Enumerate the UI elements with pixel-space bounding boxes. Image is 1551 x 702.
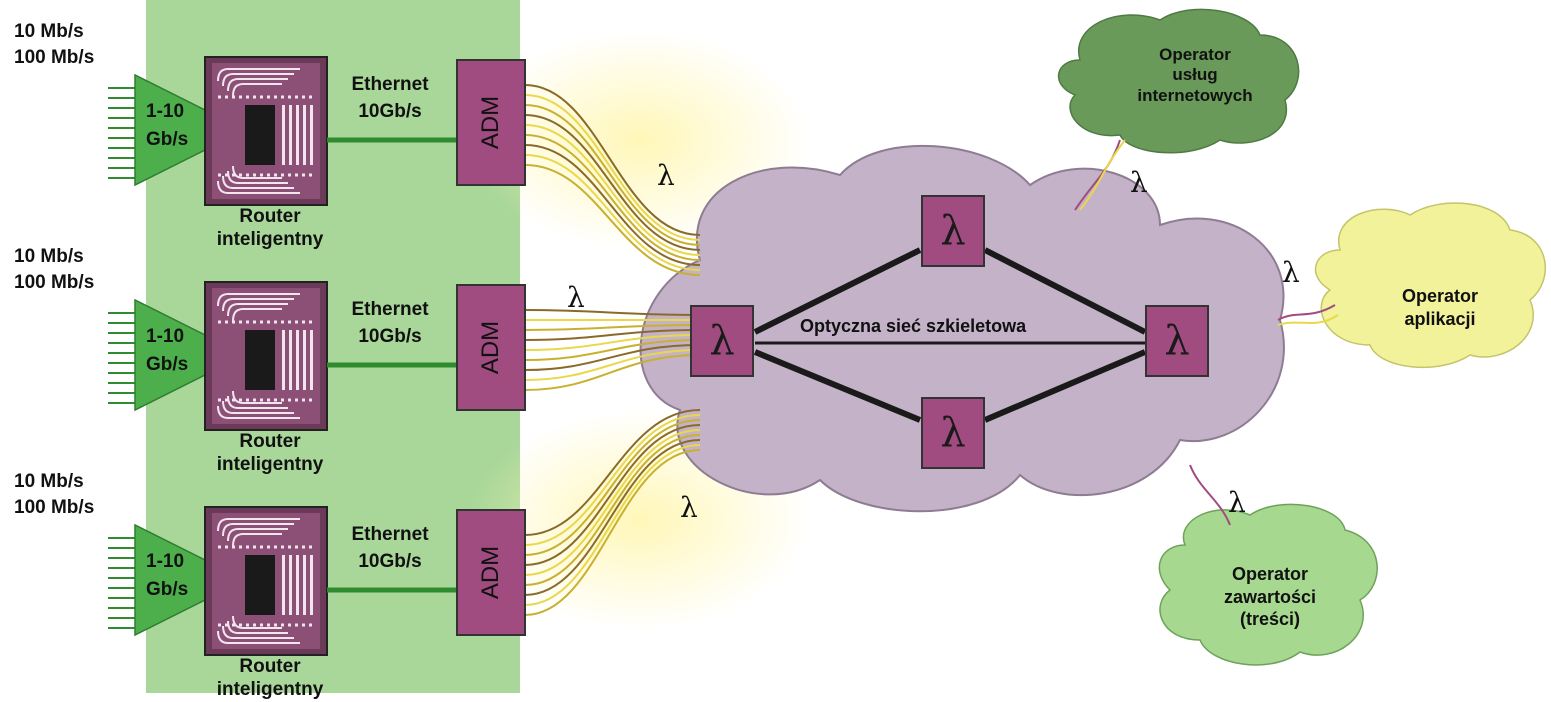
adm-box <box>456 509 526 636</box>
access-rows <box>108 56 526 656</box>
router-label-1: Router <box>239 656 301 677</box>
amplifier-rate-2: Gb/s <box>146 579 189 600</box>
ethernet-rate-label: 10Gb/s <box>358 101 422 122</box>
input-speed-low: 10 Mb/s <box>14 246 84 267</box>
backbone-links <box>753 247 1147 423</box>
amplifier-rate-1: 1-10 <box>146 326 185 347</box>
adm-label: ADM <box>477 320 504 375</box>
amplifier-rate-1: 1-10 <box>146 551 185 572</box>
app-cloud <box>1314 202 1546 369</box>
lambda-label-top-fiber: λ <box>657 159 675 192</box>
amplifier-triangle <box>134 298 247 412</box>
backbone-node-top: λ <box>921 195 985 267</box>
operator-links <box>1074 139 1339 526</box>
isp-line-2: usług <box>1172 65 1218 85</box>
ethernet-label: Ethernet <box>351 299 429 320</box>
amplifier-rate-2: Gb/s <box>146 129 189 150</box>
input-speed-high: 100 Mb/s <box>14 272 95 293</box>
amplifier-triangle <box>134 73 247 187</box>
isp-operator-label: Operator usług internetowych <box>1110 45 1280 106</box>
content-cloud <box>1158 503 1378 666</box>
backbone-node-left: λ <box>690 305 754 377</box>
lambda-symbol: λ <box>709 318 735 364</box>
isp-line-3: internetowych <box>1137 85 1253 105</box>
backbone-label: Optyczna sieć szkieletowa <box>800 316 1027 336</box>
backbone-node-bottom: λ <box>921 397 985 469</box>
app-line-2: aplikacji <box>1404 308 1476 329</box>
adm-box <box>456 59 526 186</box>
access-row-2 <box>108 281 526 431</box>
input-speed-low: 10 Mb/s <box>14 471 84 492</box>
isp-line-1: Operator <box>1159 45 1231 64</box>
input-speed-high: 100 Mb/s <box>14 497 95 518</box>
app-line-1: Operator <box>1401 286 1479 306</box>
ethernet-rate-label: 10Gb/s <box>358 326 422 347</box>
router-label-2: inteligentny <box>216 679 324 700</box>
router-label-2: inteligentny <box>216 454 324 475</box>
input-speed-high: 100 Mb/s <box>14 47 95 68</box>
app-operator-label: Operator aplikacji <box>1370 285 1510 330</box>
adm-box <box>456 284 526 411</box>
content-line-2: zawartości <box>1223 586 1317 607</box>
amplifier-triangle <box>134 523 247 637</box>
ethernet-label: Ethernet <box>351 74 429 95</box>
backbone-cloud <box>639 144 1285 513</box>
lambda-symbol: λ <box>1164 318 1190 364</box>
content-operator-label: Operator zawartości (treści) <box>1195 563 1345 631</box>
content-line-3: (treści) <box>1239 609 1301 629</box>
lambda-label-bottom-fiber: λ <box>680 491 698 524</box>
router-label-2: inteligentny <box>216 229 324 250</box>
lambda-label-content-link: λ <box>1228 486 1246 519</box>
ethernet-rate-label: 10Gb/s <box>358 551 422 572</box>
access-row-1 <box>108 56 526 206</box>
adm-label: ADM <box>477 545 504 600</box>
router-label-1: Router <box>239 206 301 227</box>
access-row-3 <box>108 506 526 656</box>
lambda-symbol: λ <box>940 208 966 254</box>
lambda-label-mid-fiber: λ <box>567 281 585 314</box>
adm-label: ADM <box>477 95 504 150</box>
isp-cloud <box>1057 8 1300 154</box>
router-label-1: Router <box>239 431 301 452</box>
input-speed-low: 10 Mb/s <box>14 21 84 42</box>
amplifier-rate-1: 1-10 <box>146 101 185 122</box>
lambda-symbol: λ <box>940 410 966 456</box>
ethernet-label: Ethernet <box>351 524 429 545</box>
lambda-label-app-link: λ <box>1282 256 1300 289</box>
lambda-label-isp-link: λ <box>1130 166 1148 199</box>
amplifier-rate-2: Gb/s <box>146 354 189 375</box>
content-line-1: Operator <box>1231 564 1309 584</box>
backbone-node-right: λ <box>1145 305 1209 377</box>
fiber-bundles <box>524 84 701 616</box>
